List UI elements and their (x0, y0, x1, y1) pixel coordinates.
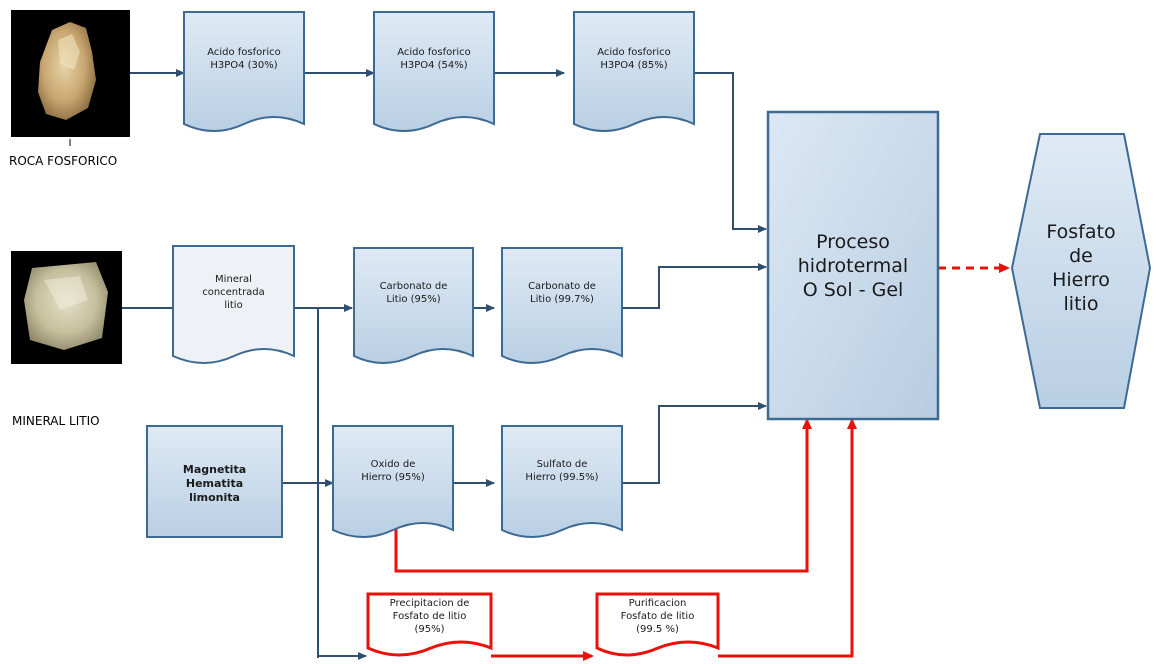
mineral-litio-image (11, 251, 122, 364)
label-mineral-litio: MINERAL LITIO (12, 414, 100, 428)
text-magnetita: Magnetita Hematita limonita (182, 463, 247, 504)
text-acido-54: Acido fosforico H3PO4 (54%) (397, 47, 471, 71)
box-magnetita (146, 425, 283, 538)
doc-mineral-concentrada (172, 245, 295, 364)
text-acido-85: Acido fosforico H3PO4 (85%) (597, 47, 671, 71)
box-proceso (766, 110, 940, 421)
doc-purificacion (595, 592, 720, 657)
label-roca-fosforico: ROCA FOSFORICO (9, 154, 118, 168)
text-purificacion: Purificacion Fosfato de litio (99.5 %) (620, 598, 695, 635)
text-sulfato: Sulfato de Hierro (99.5%) (525, 459, 599, 483)
hex-fosfato (1010, 133, 1152, 409)
connectors-red (394, 263, 1010, 661)
doc-acido-54 (373, 11, 495, 132)
text-acido-30: Acido fosforico H3PO4 (30%) (207, 47, 281, 71)
text-mineral-concentrada: Mineral concentrada litio (202, 274, 265, 311)
doc-carbonato-95 (353, 247, 474, 364)
text-oxido: Oxido de Hierro (95%) (361, 459, 425, 483)
connectors-dark (122, 69, 767, 660)
text-precipitacion: Precipitacion de Fosfato de litio (95%) (389, 598, 470, 635)
roca-fosforico-image (11, 10, 130, 146)
doc-acido-30 (183, 11, 305, 132)
doc-carbonato-997 (501, 247, 623, 364)
text-proceso: Proceso hidrotermal O Sol - Gel (797, 231, 909, 301)
doc-oxido (332, 425, 454, 538)
doc-sulfato (501, 425, 623, 538)
text-fosfato: Fosfato de Hierro litio (1046, 221, 1116, 315)
doc-precipitacion (366, 592, 493, 657)
text-carbonato-95: Carbonato de Litio (95%) (379, 281, 448, 305)
text-carbonato-997: Carbonato de Litio (99.7%) (528, 281, 596, 305)
doc-acido-85 (573, 11, 695, 132)
